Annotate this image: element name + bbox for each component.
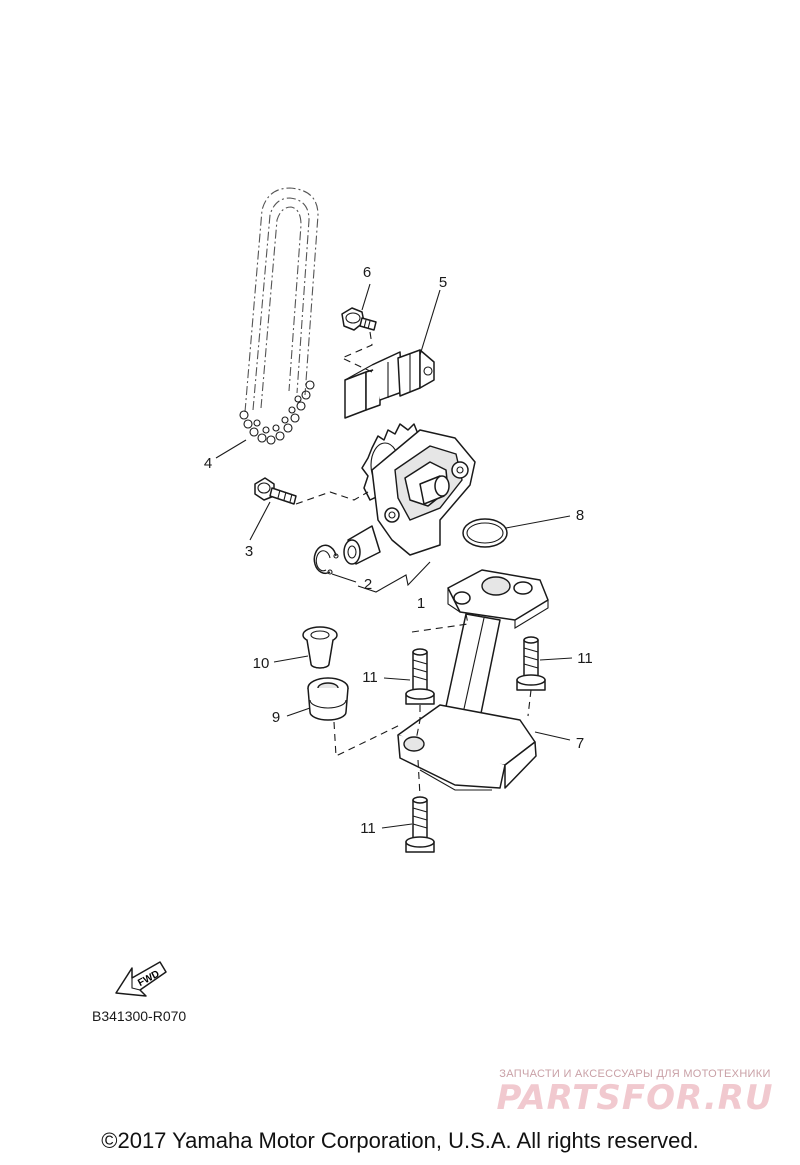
watermark-logo: PARTSFOR.RU bbox=[496, 1078, 774, 1118]
circlip-2 bbox=[313, 544, 339, 575]
oil-pump-1 bbox=[343, 423, 476, 565]
callout-11-left: 11 bbox=[362, 669, 378, 686]
watermark-tagline: ЗАПЧАСТИ И АКСЕССУАРЫ ДЛЯ МОТОТЕХНИКИ bbox=[499, 1068, 771, 1080]
callout-10: 10 bbox=[253, 655, 270, 672]
alignment-lines bbox=[295, 331, 532, 797]
callout-1: 1 bbox=[417, 595, 425, 612]
grommet-9 bbox=[307, 677, 349, 721]
callout-11-right: 11 bbox=[577, 650, 593, 667]
diagram-code: B341300-R070 bbox=[92, 1008, 187, 1024]
drive-chain bbox=[239, 187, 319, 445]
copyright-notice: ©2017 Yamaha Motor Corporation, U.S.A. A… bbox=[101, 1128, 699, 1153]
watermark: ЗАПЧАСТИ И АКСЕССУАРЫ ДЛЯ МОТОТЕХНИКИ PA… bbox=[485, 1068, 785, 1116]
chain-guide-5 bbox=[344, 349, 435, 419]
callout-9: 9 bbox=[272, 709, 280, 726]
o-ring-8 bbox=[462, 518, 508, 548]
oil-strainer-7 bbox=[397, 569, 549, 791]
callout-11-bottom: 11 bbox=[360, 820, 376, 837]
callout-4: 4 bbox=[204, 455, 212, 472]
fwd-label: FWD bbox=[136, 969, 161, 989]
bolt-3 bbox=[254, 477, 297, 505]
callout-7: 7 bbox=[576, 735, 584, 752]
callout-3: 3 bbox=[245, 543, 253, 560]
leader-lines bbox=[215, 283, 573, 829]
callout-2: 2 bbox=[364, 576, 372, 593]
bolt-11-right bbox=[516, 636, 546, 691]
fwd-arrow-icon: FWD bbox=[115, 961, 167, 997]
bolt-6 bbox=[341, 307, 377, 331]
callout-6: 6 bbox=[363, 264, 371, 281]
callout-8: 8 bbox=[576, 507, 584, 524]
collar-10 bbox=[302, 626, 338, 669]
bolt-11-bottom bbox=[405, 796, 435, 853]
callout-5: 5 bbox=[439, 274, 447, 291]
bolt-11-left bbox=[405, 648, 435, 705]
